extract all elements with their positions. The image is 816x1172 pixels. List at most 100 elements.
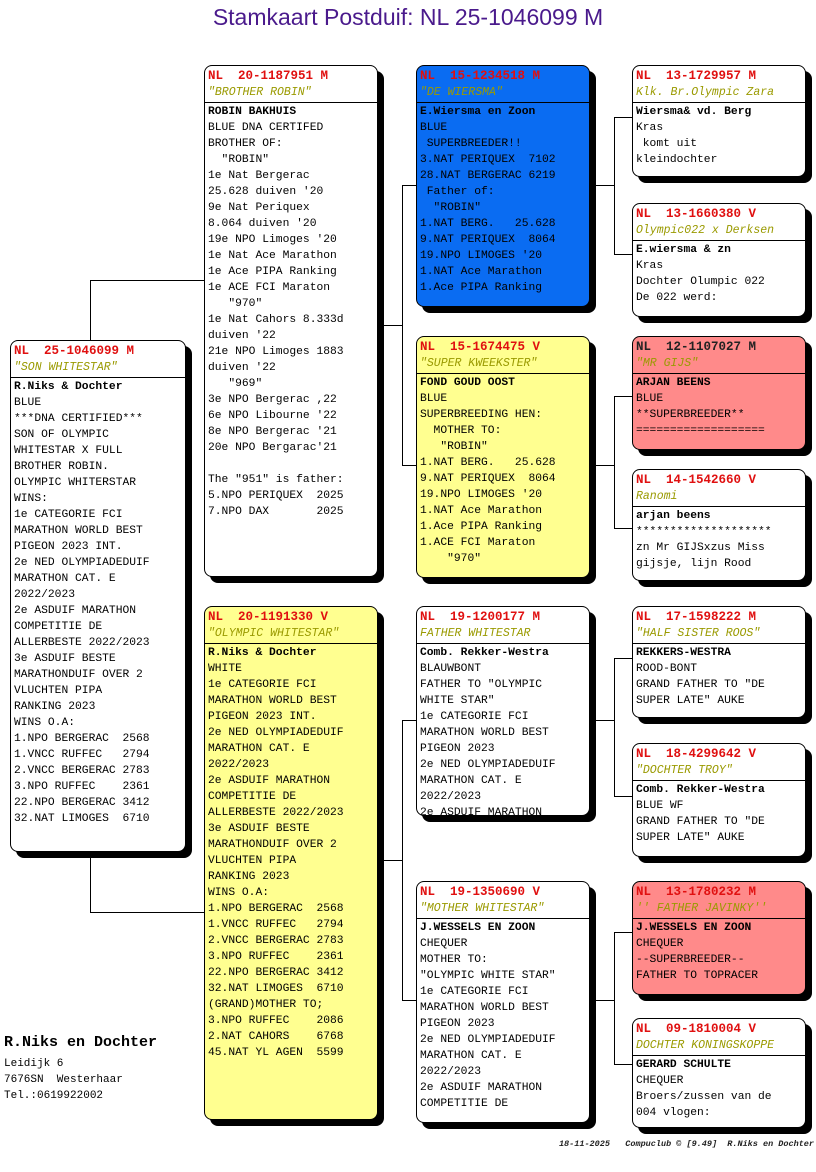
info-line: WINS: [14,493,48,505]
info-line: CHEQUER [636,938,684,950]
owner-name: GERARD SCHULTE [636,1059,731,1071]
info-line: OLYMPIC WHITERSTAR [14,477,137,489]
info-line: 3.NPO RUFFEC 2086 [208,1015,344,1027]
ring-number: NL 14-1542660 V [636,473,757,487]
info-line: 1.ACE FCI Maraton [420,537,536,549]
pigeon-card-sire-dam[interactable]: NL 15-1674475 V"SUPER KWEEKSTER"FOND GOU… [416,336,590,578]
info-line: BLUE [636,393,664,405]
info-line: CHEQUER [636,1075,684,1087]
info-line: ALLERBESTE 2022/2023 [14,637,150,649]
info-line: BLUE [420,122,448,134]
info-line: 1.NAT BERG. 25.628 [420,218,556,230]
info-line: 3.NAT PERIQUEX 7102 [420,154,556,166]
info-line: 1.Ace PIPA Ranking [420,282,543,294]
info-line: CHEQUER [420,938,468,950]
info-line: MARATHON CAT. E [208,743,310,755]
info-line: 1.VNCC RUFFEC 2794 [14,749,150,761]
breeder-city: 7676SN Westerhaar [4,1074,123,1086]
info-line: 5.NPO PERIQUEX 2025 [208,490,344,502]
pigeon-card-sire[interactable]: NL 20-1187951 M"BROTHER ROBIN"ROBIN BAKH… [204,65,378,577]
pigeon-name: "MOTHER WHITESTAR" [417,902,589,919]
pigeon-card-subject[interactable]: NL 25-1046099 M"SON WHITESTAR"R.Niks & D… [10,340,186,852]
info-line: 1e CATEGORIE FCI [208,679,317,691]
info-line: SON OF OLYMPIC [14,429,109,441]
info-line: "969" [208,378,263,390]
owner-name: J.WESSELS EN ZOON [636,922,752,934]
ring-number: NL 17-1598222 M [636,610,757,624]
ring-number: NL 19-1350690 V [420,885,541,899]
info-line: BLUE DNA CERTIFED [208,122,324,134]
pigeon-name: "DOCHTER TROY" [633,764,805,781]
owner-name: Comb. Rekker-Westra [636,784,765,796]
pigeon-name: Ranomi [633,490,805,507]
connector-line [402,465,416,466]
pigeon-card-sire-sire[interactable]: NL 15-1234518 M"DE WIERSMA"E.Wiersma en … [416,65,590,307]
owner-name: R.Niks & Dochter [208,647,317,659]
owner-name: FOND GOUD OOST [420,377,515,389]
info-line: SUPERBREEDER!! [420,138,522,150]
owner-name: Wiersma& vd. Berg [636,106,752,118]
info-line: =================== [636,425,765,437]
info-line: 2.NAT CAHORS 6768 [208,1031,344,1043]
info-line: MARATHONDUIF OVER 2 [208,839,337,851]
info-line: 1e Ace PIPA Ranking [208,266,337,278]
info-line: PIGEON 2023 [420,743,495,755]
info-line: 2e NED OLYMPIADEDUIF [420,759,556,771]
info-line: 1e CATEGORIE FCI [14,509,123,521]
info-line: 2e NED OLYMPIADEDUIF [420,1034,556,1046]
info-line: GRAND FATHER TO "DE [636,816,765,828]
info-line: 1e Nat Bergerac [208,170,310,182]
pigeon-card-gen4[interactable]: NL 13-1780232 M'' FATHER JAVINKY''J.WESS… [632,881,806,995]
connector-line [382,325,402,326]
pigeon-card-dam-dam[interactable]: NL 19-1350690 V"MOTHER WHITESTAR"J.WESSE… [416,881,590,1123]
pigeon-name: "DE WIERSMA" [417,86,589,103]
pigeon-name: "SON WHITESTAR" [11,361,185,378]
info-line: MARATHONDUIF OVER 2 [14,669,143,681]
info-line: 3.NPO RUFFEC 2361 [14,781,150,793]
info-line: Kras [636,260,664,272]
info-line: 32.NAT LIMOGES 6710 [208,983,344,995]
info-line: SUPER LATE" AUKE [636,695,745,707]
info-line: "ROBIN" [420,441,488,453]
info-line: Broers/zussen van de [636,1091,772,1103]
info-line: SUPERBREEDING HEN: [420,409,543,421]
pigeon-name: Klk. Br.Olympic Zara [633,86,805,103]
info-line: RANKING 2023 [14,701,96,713]
connector-line [402,185,403,466]
info-line: MARATHON WORLD BEST [14,525,143,537]
pigeon-name: "HALF SISTER ROOS" [633,627,805,644]
info-line: 9.NAT PERIQUEX 8064 [420,473,556,485]
info-line: WHITESTAR X FULL [14,445,123,457]
ring-number: NL 20-1191330 V [208,610,329,624]
pigeon-name: "MR GIJS" [633,357,805,374]
pigeon-card-dam[interactable]: NL 20-1191330 V"OLYMPIC WHITESTAR"R.Niks… [204,606,378,1120]
pigeon-card-gen4[interactable]: NL 17-1598222 M"HALF SISTER ROOS"REKKERS… [632,606,806,718]
connector-line [614,396,615,529]
pigeon-card-gen4[interactable]: NL 18-4299642 V"DOCHTER TROY"Comb. Rekke… [632,743,806,857]
pigeon-name: FATHER WHITESTAR [417,627,589,644]
info-line: 2e ASDUIF MARATHON [14,605,137,617]
connector-line [382,860,402,861]
info-line: 2e NED OLYMPIADEDUIF [14,557,150,569]
info-line: 25.628 duiven '20 [208,186,324,198]
info-line: 3e NPO Bergerac ,22 [208,394,337,406]
connector-line [614,658,615,797]
connector-line [614,1064,632,1065]
info-line: 1e ACE FCI Maraton [208,282,331,294]
info-line: 1e Nat Cahors 8.333d [208,314,344,326]
info-line: 2022/2023 [14,589,76,601]
pigeon-name: Olympic022 x Derksen [633,224,805,241]
info-line: ******************** [636,526,772,538]
info-line: 22.NPO BERGERAC 3412 [14,797,150,809]
info-line: **SUPERBREEDER** [636,409,745,421]
ring-number: NL 25-1046099 M [14,344,135,358]
connector-line [90,912,204,913]
ring-number: NL 09-1810004 V [636,1022,757,1036]
